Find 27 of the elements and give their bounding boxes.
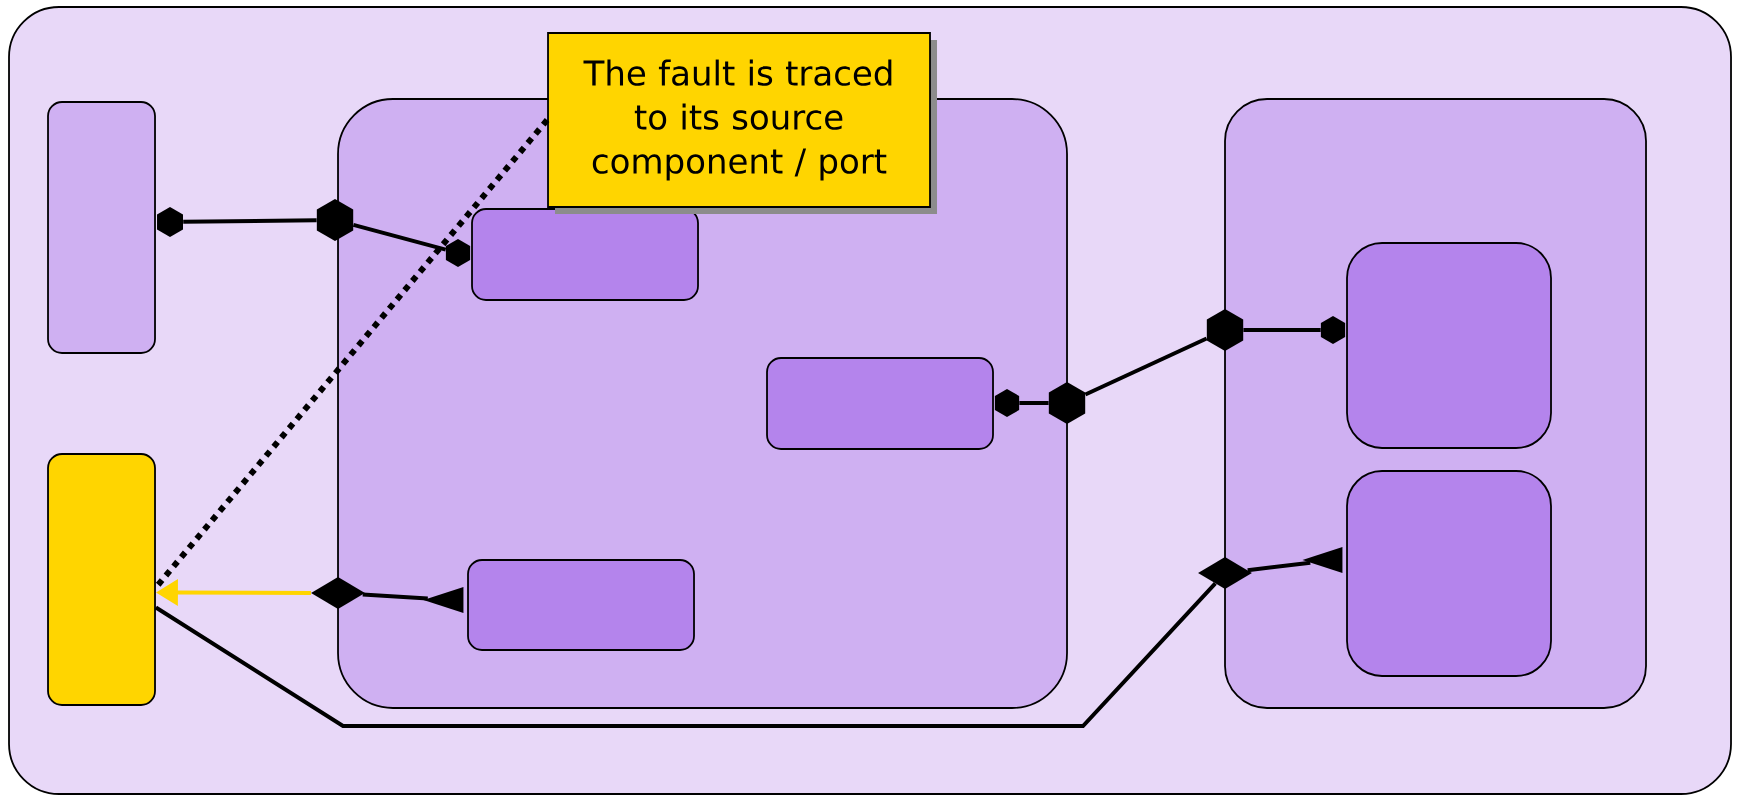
port-symbol <box>1198 557 1252 589</box>
connector <box>183 218 317 224</box>
component-box <box>47 101 156 354</box>
subcomponent-box <box>1346 242 1552 449</box>
subcomponent-box <box>467 559 695 651</box>
connector <box>1019 401 1049 405</box>
callout-box: The fault is traced to its source component / port <box>547 32 937 214</box>
subcomponent-box <box>766 357 994 450</box>
connector <box>1247 560 1311 573</box>
port-symbol <box>1302 547 1343 573</box>
subcomponent-box <box>471 208 699 301</box>
port-symbol <box>1320 316 1346 344</box>
connector <box>1084 336 1208 397</box>
port-symbol <box>311 577 365 609</box>
port-symbol <box>316 199 354 241</box>
port-symbol <box>445 239 471 267</box>
subcomponent-box <box>1346 470 1552 677</box>
connector <box>154 582 1217 728</box>
connector <box>1243 328 1321 332</box>
port-symbol <box>1048 382 1086 424</box>
connector <box>352 223 447 252</box>
port-symbol <box>994 389 1020 417</box>
component-box <box>47 453 156 706</box>
port-symbol <box>1206 309 1244 351</box>
port-symbol <box>423 587 464 613</box>
port-symbol <box>157 207 183 237</box>
connector <box>362 592 428 601</box>
